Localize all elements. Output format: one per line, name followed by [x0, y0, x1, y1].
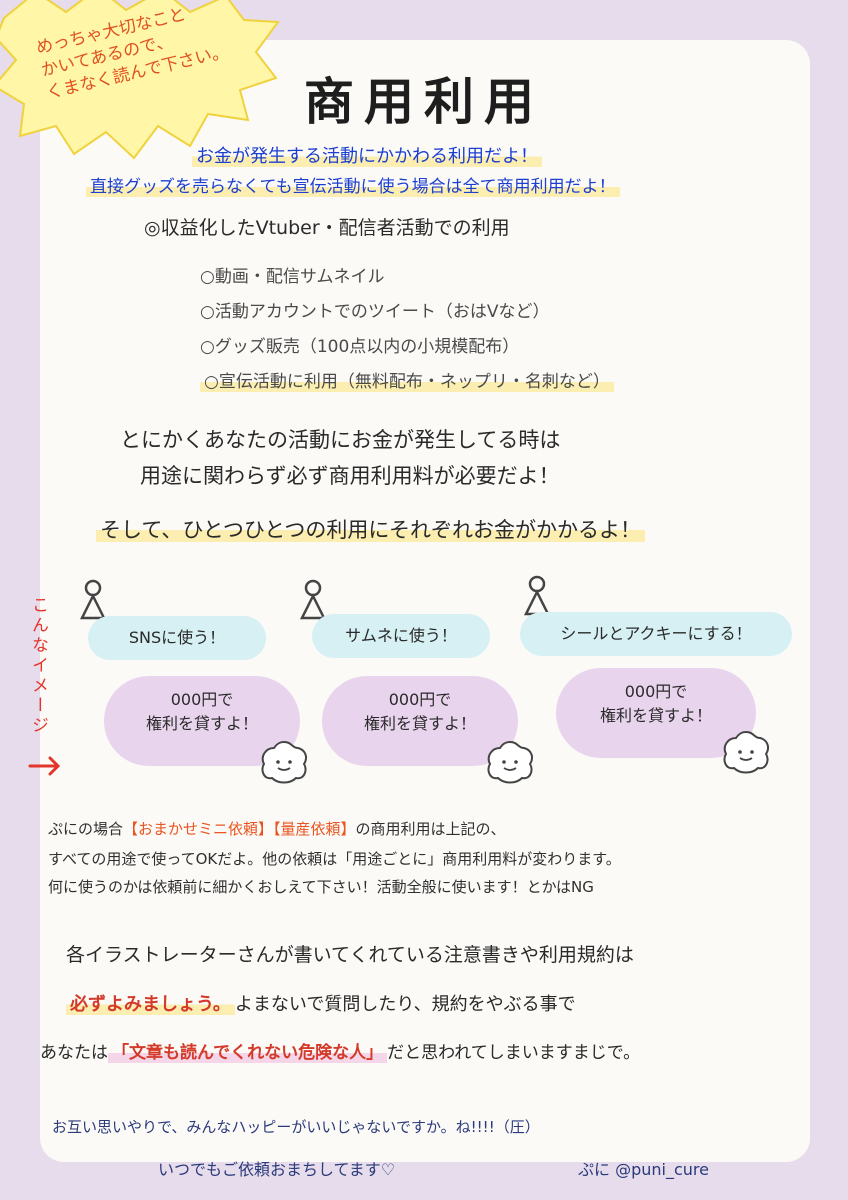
- section-heading: ◎収益化したVtuber・配信者活動での利用: [144, 217, 510, 239]
- request-bubble: SNSに使う！: [88, 616, 266, 660]
- tag-mass: 【量産依頼】: [273, 820, 356, 838]
- rules-line: 各イラストレーターさんが書いてくれている注意書きや利用規約は: [66, 944, 634, 966]
- notice-line: とにかくあなたの活動にお金が発生してる時は: [120, 428, 561, 452]
- puni-line: 何に使うのかは依頼前に細かくおしえて下さい！活動全般に使います！とかはNG: [48, 878, 594, 896]
- example-item: ○動画・配信サムネイル: [200, 267, 385, 287]
- footer-line: お互い思いやりで、みんなハッピーがいいじゃないですか。ね!!!!（圧）: [52, 1118, 540, 1136]
- price-text: 000円で: [624, 682, 688, 701]
- grant-text: 権利を貸すよ！: [599, 706, 712, 725]
- mascot-icon: [261, 740, 307, 784]
- grant-text: 権利を貸すよ！: [363, 714, 476, 733]
- puni-line: ぷにの場合【おまかせミニ依頼】【量産依頼】の商用利用は上記の、: [48, 820, 506, 838]
- image-label: こんなイメージ: [28, 596, 48, 736]
- signature: ぷに @puni_cure: [578, 1160, 709, 1179]
- intro-line: 直接グッズを売らなくても宣伝活動に使う場合は全て商用利用だよ！: [86, 172, 620, 197]
- example-item: ○活動アカウントでのツイート（おはVなど）: [200, 302, 550, 322]
- tag-omakase: 【おまかせミニ依頼】: [123, 820, 274, 838]
- example-item: ○宣伝活動に利用（無料配布・ネップリ・名刺など）: [200, 367, 614, 392]
- price-bubble: 000円で 権利を貸すよ！: [104, 676, 300, 766]
- request-bubble: サムネに使う！: [312, 614, 490, 658]
- arrow-icon: [28, 756, 61, 776]
- price-text: 000円で: [170, 690, 234, 709]
- puni-line: すべての用途で使ってOKだよ。他の依頼は「用途ごとに」商用利用料が変わります。: [48, 850, 621, 868]
- person-icon: [79, 579, 107, 620]
- notice-line: そして、ひとつひとつの利用にそれぞれお金がかかるよ！: [96, 514, 645, 544]
- mascot-icon: [487, 740, 533, 784]
- grant-text: 権利を貸すよ！: [145, 714, 258, 733]
- example-item: ○グッズ販売（100点以内の小規模配布）: [200, 337, 520, 357]
- price-bubble: 000円で 権利を貸すよ！: [556, 668, 756, 758]
- speech-burst: [0, 0, 280, 160]
- mascot-icon: [723, 730, 769, 774]
- request-bubble: シールとアクキーにする！: [520, 612, 792, 656]
- rules-line: 必ずよみましょう。よまないで質問したり、規約をやぶる事で: [66, 990, 576, 1016]
- rules-line: あなたは「文章も読んでくれない危険な人」だと思われてしまいますまじで。: [40, 1043, 641, 1063]
- price-bubble: 000円で 権利を貸すよ！: [322, 676, 518, 766]
- notice-line: 用途に関わらず必ず商用利用料が必要だよ！: [140, 464, 560, 488]
- footer-line: いつでもご依頼おまちしてます♡: [158, 1160, 396, 1179]
- page-title: 商用利用: [304, 73, 544, 131]
- paper-card: [40, 40, 810, 1162]
- price-text: 000円で: [388, 690, 452, 709]
- intro-line: お金が発生する活動にかかわる利用だよ！: [192, 142, 542, 168]
- person-icon: [299, 579, 327, 620]
